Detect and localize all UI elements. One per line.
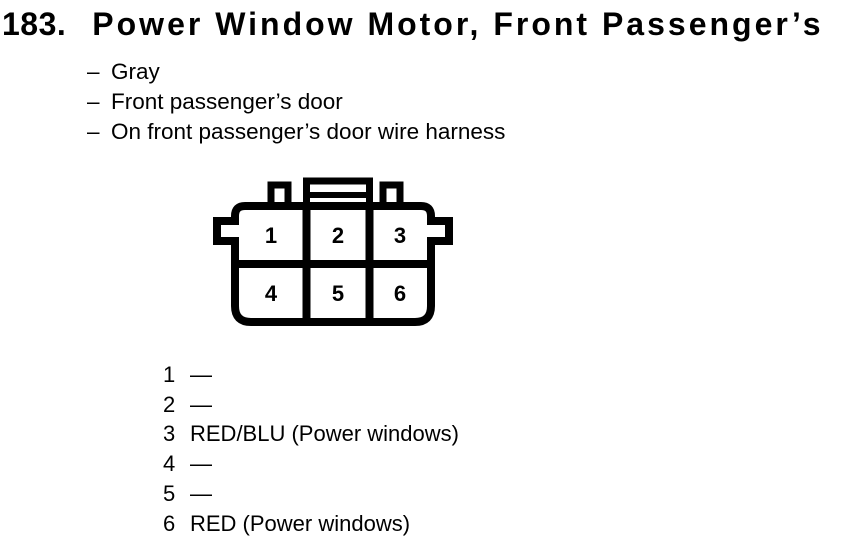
pin-number: 6 bbox=[163, 510, 176, 536]
pin-row: 5 — bbox=[163, 479, 459, 509]
pin-row: 4 — bbox=[163, 449, 459, 479]
pin-wire: — bbox=[190, 391, 212, 417]
note-text: On front passenger’s door wire harness bbox=[111, 119, 506, 144]
pin-number: 1 bbox=[163, 362, 176, 387]
pin-number: 5 bbox=[163, 480, 176, 506]
pin-number: 2 bbox=[163, 391, 176, 417]
connector-diagram: 1 2 3 4 5 6 bbox=[213, 177, 453, 326]
pin-wire: RED (Power windows) bbox=[190, 510, 411, 536]
pin-wire: RED/BLU (Power windows) bbox=[190, 421, 459, 447]
pin-wire: — bbox=[190, 362, 212, 387]
page-title: 183. Power Window Motor, Front Passenger… bbox=[2, 7, 824, 41]
pin-list: 1 — 2 — 3 RED/BLU (Power windows) 4 — 5 … bbox=[163, 360, 459, 538]
pin-row: 6 RED (Power windows) bbox=[163, 509, 459, 539]
note-text: Gray bbox=[111, 59, 160, 84]
pin-row: 3 RED/BLU (Power windows) bbox=[163, 419, 459, 449]
note-location: –Front passenger’s door bbox=[87, 87, 505, 117]
cavity-5: 5 bbox=[332, 281, 344, 306]
pin-number: 4 bbox=[163, 451, 176, 477]
cavity-grid bbox=[239, 206, 427, 318]
note-dash: – bbox=[87, 119, 100, 144]
note-dash: – bbox=[87, 59, 100, 84]
note-text: Front passenger’s door bbox=[111, 89, 343, 114]
cavity-4: 4 bbox=[265, 281, 278, 306]
item-number: 183. bbox=[2, 6, 67, 42]
note-harness: –On front passenger’s door wire harness bbox=[87, 117, 505, 147]
pin-number: 3 bbox=[163, 421, 176, 447]
cavity-1: 1 bbox=[265, 223, 277, 248]
item-title: Power Window Motor, Front Passenger’s bbox=[92, 6, 824, 42]
pin-row: 2 — bbox=[163, 390, 459, 420]
pin-wire: — bbox=[190, 480, 212, 506]
cavity-3: 3 bbox=[394, 223, 406, 248]
connector-notes: –Gray –Front passenger’s door –On front … bbox=[87, 57, 505, 147]
cavity-numbers: 1 2 3 4 5 6 bbox=[265, 223, 406, 306]
pin-row: 1 — bbox=[163, 360, 459, 390]
pin-wire: — bbox=[190, 451, 212, 477]
note-dash: – bbox=[87, 89, 100, 114]
cavity-2: 2 bbox=[332, 223, 344, 248]
cavity-6: 6 bbox=[394, 281, 406, 306]
note-color: –Gray bbox=[87, 57, 505, 87]
